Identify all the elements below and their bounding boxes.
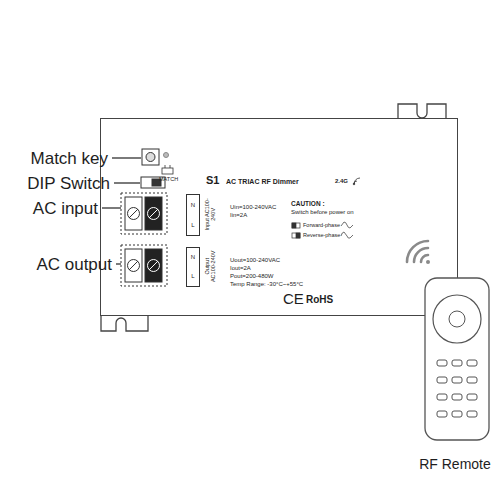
input-terminal (121, 193, 167, 234)
rf-signal (426, 260, 430, 264)
match-icon (165, 165, 166, 168)
output-terminal (121, 245, 167, 286)
output-terminal (121, 245, 167, 286)
rf-signal (407, 241, 430, 264)
terminal-label-box: NL (186, 194, 200, 236)
leader-line (112, 157, 141, 158)
switch-option: Reverse-phase (303, 232, 340, 238)
callout-label: DIP Switch (27, 174, 110, 194)
phase-switch-icon (292, 223, 300, 238)
center-button (449, 311, 465, 327)
mounting-tab (398, 104, 446, 119)
match-key (142, 149, 169, 165)
input-terminal (148, 208, 160, 220)
remote-button (452, 377, 462, 383)
touch-wheel (433, 295, 481, 343)
input-terminal (128, 208, 140, 220)
output-terminal (125, 249, 142, 282)
terminal-letter: L (191, 273, 194, 280)
spec-text: Iout=2A (230, 265, 251, 272)
phase-switch-icon (292, 233, 300, 238)
spec-text: Pout=200-480W (230, 273, 274, 280)
match-icon (162, 168, 173, 174)
terminal-letter: N (191, 254, 195, 261)
terminal-label-box: NL (186, 247, 200, 287)
remote-button (452, 394, 462, 400)
remote-body (425, 278, 489, 440)
output-terminal (145, 249, 162, 282)
output-terminal (149, 261, 158, 270)
input-terminal (145, 197, 162, 230)
waveform-icon (341, 222, 353, 228)
leader-line (116, 263, 121, 264)
certification-mark: CE (283, 290, 304, 307)
terminal-rating: Output AC100-240V (204, 248, 217, 284)
match-key (146, 153, 155, 162)
leader-line (114, 182, 140, 183)
rf-icon (354, 178, 360, 184)
terminal-letter: L (191, 222, 194, 229)
output-terminal (129, 261, 138, 270)
leader-line (102, 207, 121, 208)
rf-icon (353, 178, 360, 185)
product-title: AC TRIAC RF Dimmer (226, 178, 299, 186)
model-number: S1 (206, 174, 219, 187)
spec-text: Uin=100-240VAC (230, 204, 276, 211)
phase-switch-icon (292, 223, 300, 228)
remote-body (416, 272, 494, 480)
remote-button (467, 394, 477, 400)
input-terminal (125, 197, 142, 230)
frequency-label: 2.4G (335, 178, 348, 185)
spec-text: Iin=2A (230, 212, 247, 219)
callout-label: AC input (33, 199, 98, 219)
spec-text: Temp Range: -30°C~+55°C (230, 281, 303, 288)
waveform-icon (341, 222, 353, 238)
caution-text: Switch before power on (291, 209, 354, 216)
phase-switch-icon (292, 223, 296, 228)
input-terminal (149, 209, 158, 218)
match-icon (170, 165, 171, 168)
rf-icon (353, 183, 355, 185)
match-icon (162, 165, 173, 174)
rf-remote: RF Remote (416, 272, 494, 480)
remote-button (452, 360, 462, 366)
rf-signal (407, 241, 428, 262)
remote-button (452, 411, 462, 417)
remote-caption: RF Remote (416, 456, 494, 472)
switch-option: Forward-phase (303, 222, 340, 228)
match-key (164, 153, 169, 158)
housing-body (100, 118, 458, 316)
button-label: MATCH (159, 176, 178, 182)
remote-button (467, 377, 477, 383)
mounting-tab (101, 315, 148, 331)
remote-button (467, 360, 477, 366)
remote-button (467, 411, 477, 417)
spec-text: Uout=100-240VAC (230, 257, 280, 264)
caution-heading: CAUTION : (291, 200, 325, 207)
output-terminal (148, 260, 160, 272)
remote-button (437, 360, 447, 366)
callout-label: Match key (31, 149, 108, 169)
input-terminal (129, 209, 138, 218)
terminal-letter: N (191, 202, 195, 209)
remote-button (437, 411, 447, 417)
match-key (142, 149, 159, 165)
remote-button (437, 394, 447, 400)
remote-button (437, 377, 447, 383)
output-terminal (128, 260, 140, 272)
waveform-icon (341, 232, 353, 238)
phase-switch-icon (296, 233, 300, 238)
rf-signal (414, 248, 428, 262)
input-terminal (121, 193, 167, 234)
callout-label: AC output (36, 255, 112, 275)
terminal-rating: Input AC100-240V (204, 196, 217, 232)
certification-mark: RoHS (306, 294, 333, 306)
